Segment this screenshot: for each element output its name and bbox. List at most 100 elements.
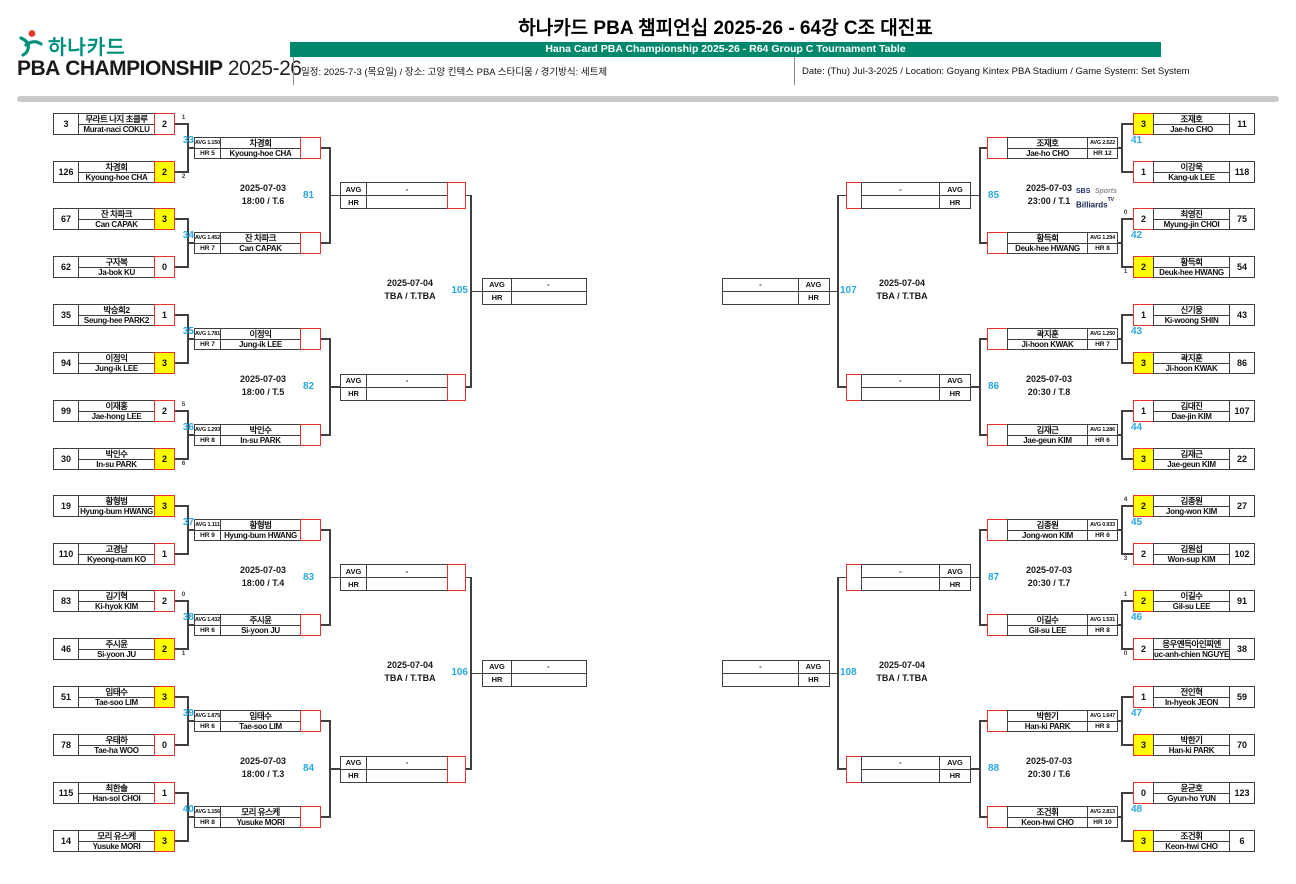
player-name-kr: 조재호 bbox=[1036, 138, 1059, 148]
logo-season: 2025-26 bbox=[227, 57, 302, 80]
avg-label: AVG bbox=[947, 376, 963, 385]
set-score-annotation: 1 bbox=[181, 650, 186, 657]
bracket-line bbox=[979, 147, 981, 244]
match-time-table: TBA / T.TBA bbox=[384, 291, 436, 302]
avg-pending-value: - bbox=[759, 662, 762, 672]
bracket-line bbox=[971, 768, 980, 770]
bracket-line bbox=[1122, 458, 1133, 460]
score-cell bbox=[300, 137, 321, 159]
set-score-annotation: 0 bbox=[1123, 650, 1128, 657]
bracket-line bbox=[1122, 266, 1133, 268]
avg-value: AVG 0.933 bbox=[1089, 521, 1115, 528]
score-cell: 2 bbox=[154, 161, 175, 183]
avg-label: AVG bbox=[947, 566, 963, 576]
avg-label: AVG bbox=[805, 662, 822, 672]
hr-label: HR bbox=[940, 577, 970, 590]
player-name-kr: 박승희2 bbox=[103, 305, 130, 315]
player-name-kr: 이길수 bbox=[1180, 591, 1203, 601]
score-cell: 2 bbox=[154, 590, 175, 612]
avg-value: AVG 1.150 bbox=[195, 139, 220, 146]
hr-label: HR bbox=[940, 768, 970, 782]
hr-pending-value bbox=[511, 290, 586, 304]
match-time-table: TBA / T.TBA bbox=[876, 673, 928, 684]
player-name-en: Han-ki PARK bbox=[1153, 744, 1230, 756]
match-date: 2025-07-03 bbox=[1025, 564, 1073, 575]
bracket-line bbox=[175, 218, 188, 220]
match-date: 2025-07-03 bbox=[1025, 182, 1073, 193]
bracket-line bbox=[321, 529, 330, 531]
score-cell bbox=[987, 806, 1008, 828]
bracket-line bbox=[175, 171, 188, 173]
player-name-en: In-su PARK bbox=[220, 434, 301, 446]
bracket-line bbox=[979, 720, 981, 818]
score-cell bbox=[987, 137, 1008, 159]
hr-value: HR 7 bbox=[1088, 338, 1117, 350]
bracket-line bbox=[1122, 648, 1133, 650]
match-number-label: 41 bbox=[1131, 135, 1143, 146]
player-name-en: Jae-geun KIM bbox=[1153, 458, 1230, 470]
seed-cell: 54 bbox=[1229, 256, 1255, 278]
player-name-kr: 차경회 bbox=[105, 162, 128, 172]
match-time-table: 18:00 / T.4 bbox=[241, 577, 285, 588]
player-name-en: Dae-jin KIM bbox=[1153, 410, 1230, 422]
seed-cell: 91 bbox=[1229, 590, 1255, 612]
seed-cell: 99 bbox=[53, 400, 79, 422]
avg-value: AVG 1.111 bbox=[195, 521, 220, 528]
player-name-kr: 곽지훈 bbox=[1180, 353, 1203, 363]
bracket-line bbox=[1122, 840, 1133, 842]
avg-label: AVG bbox=[345, 758, 362, 767]
player-name-kr: 무라트 나지 초클루 bbox=[85, 114, 148, 124]
seed-cell: 3 bbox=[53, 113, 79, 135]
player-name-kr: 잔 차파크 bbox=[100, 209, 133, 219]
seed-cell: 27 bbox=[1229, 495, 1255, 517]
score-cell: 3 bbox=[1133, 734, 1154, 756]
avg-pending-value: - bbox=[759, 280, 762, 290]
player-name-kr: 조재호 bbox=[1180, 114, 1203, 124]
player-name-kr: 김원섭 bbox=[1180, 544, 1203, 554]
avg-label: AVG bbox=[947, 758, 963, 767]
bracket-line bbox=[1118, 816, 1122, 818]
player-name-en: Si-yoon JU bbox=[220, 624, 301, 636]
score-cell: 3 bbox=[154, 495, 175, 517]
player-name-en: Hyung-bum HWANG bbox=[220, 529, 301, 541]
match-number-label: 88 bbox=[988, 763, 1000, 774]
score-cell: 2 bbox=[154, 400, 175, 422]
player-name-kr: 박한기 bbox=[1036, 711, 1059, 721]
match-time-table: 23:00 / T.1 bbox=[1027, 195, 1071, 206]
player-name-en: Deuk-hee HWANG bbox=[1007, 242, 1088, 254]
player-name-en: Ki-hyok KIM bbox=[78, 600, 155, 612]
match-number-label: 82 bbox=[303, 381, 315, 392]
bracket-line bbox=[979, 338, 981, 436]
player-name-kr: 조건휘 bbox=[1036, 807, 1059, 817]
player-name-en: Deuk-hee HWANG bbox=[1153, 266, 1230, 278]
bracket-line bbox=[330, 194, 340, 197]
avg-value: AVG 1.647 bbox=[1089, 712, 1115, 719]
seed-cell: 86 bbox=[1229, 352, 1255, 374]
match-number-label: 40 bbox=[182, 804, 194, 815]
set-score-annotation: 0 bbox=[1123, 209, 1128, 216]
avg-pending-value: - bbox=[405, 376, 409, 385]
match-number-label: 107 bbox=[840, 285, 857, 297]
player-name-en: Ki-woong SHIN bbox=[1153, 314, 1230, 326]
score-cell: 3 bbox=[1133, 113, 1154, 135]
bracket-line bbox=[837, 576, 839, 770]
bracket-line bbox=[971, 576, 980, 579]
match-schedule: 2025-07-03 23:00 / T.1 bbox=[1004, 182, 1094, 208]
match-number-label: 36 bbox=[182, 422, 194, 433]
seed-cell: 59 bbox=[1229, 686, 1255, 708]
